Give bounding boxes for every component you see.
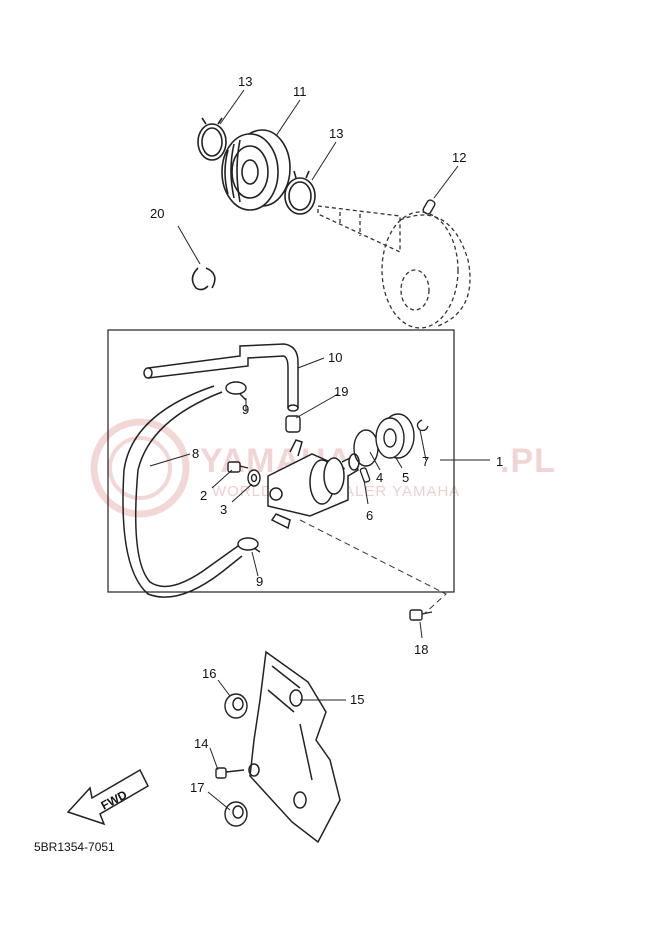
mounting-centerline	[299, 519, 447, 615]
callout-18: 18	[414, 642, 428, 657]
part-2-bolt	[227, 461, 249, 473]
callout-3: 3	[220, 502, 227, 517]
callout-17: 17	[190, 780, 204, 795]
callout-9-upper: 9	[242, 402, 249, 417]
part-9-hose-clip-upper	[225, 381, 247, 401]
part-11-pulley	[221, 129, 291, 211]
part-8-hose-loop	[122, 385, 243, 598]
callout-1: 1	[496, 454, 503, 469]
callout-20: 20	[150, 206, 164, 221]
part-17-grommet	[224, 801, 248, 827]
callout-11: 11	[293, 84, 307, 99]
callout-14: 14	[194, 736, 208, 751]
callout-labels: 13 11 13 12 20 10 19 9 8 7 1 4 5 2 3 6 9…	[150, 74, 503, 795]
part-20-clip	[191, 267, 216, 291]
leader-lines	[149, 89, 490, 811]
part-catalog-code: 5BR1354-7051	[34, 840, 115, 854]
callout-5: 5	[402, 470, 409, 485]
callout-15: 15	[350, 692, 364, 707]
part-3-washer	[247, 469, 261, 487]
part-6-pin	[359, 467, 371, 483]
callout-4: 4	[376, 470, 383, 485]
part-5-drive-gear	[375, 413, 415, 459]
part-18-bolt	[409, 609, 433, 621]
callout-2: 2	[200, 488, 207, 503]
crankshaft-phantom	[317, 205, 471, 329]
callout-16: 16	[202, 666, 216, 681]
callout-8: 8	[192, 446, 199, 461]
pump-assembly-frame	[107, 329, 455, 593]
callout-7: 7	[422, 454, 429, 469]
callout-13-upper: 13	[238, 74, 252, 89]
callout-6: 6	[366, 508, 373, 523]
part-9-hose-clip-lower	[237, 537, 261, 553]
callout-12: 12	[452, 150, 466, 165]
part-13-circlip-upper	[197, 117, 227, 161]
part-14-bolt	[215, 767, 245, 779]
part-10-hose-upper	[143, 343, 299, 412]
part-13-circlip-lower	[284, 170, 316, 215]
part-15-pump-cover	[248, 650, 341, 844]
watermark-logo-icon	[90, 418, 190, 518]
part-1-oil-pump-body	[267, 439, 360, 530]
forward-direction-arrow: FWD	[66, 768, 149, 826]
watermark-suffix: .PL	[500, 442, 556, 480]
callout-13-lower: 13	[329, 126, 343, 141]
part-16-grommet	[224, 693, 248, 719]
part-7-circlip	[416, 419, 429, 432]
part-19-fitting	[285, 415, 301, 433]
callout-19: 19	[334, 384, 348, 399]
callout-10: 10	[328, 350, 342, 365]
callout-9-lower: 9	[256, 574, 263, 589]
